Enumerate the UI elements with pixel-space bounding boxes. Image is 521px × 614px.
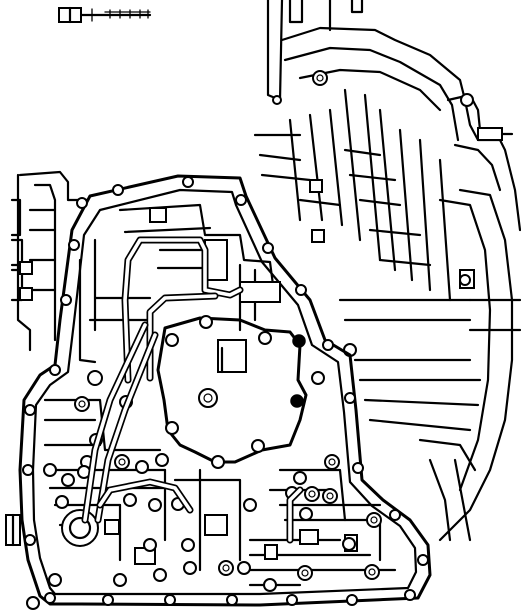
plate-bolt bbox=[198, 388, 218, 408]
valve-bolt bbox=[48, 573, 62, 587]
valve-bolt bbox=[113, 573, 127, 587]
valve-bolt bbox=[297, 565, 313, 581]
bolt bbox=[346, 594, 358, 606]
valve-bolt bbox=[155, 453, 169, 467]
bolt bbox=[60, 294, 72, 306]
valve-bolt bbox=[43, 463, 57, 477]
plate-bolt bbox=[165, 421, 179, 435]
valve-bolt bbox=[183, 561, 197, 575]
valve-bolt bbox=[181, 538, 195, 552]
valve-bolt bbox=[237, 561, 251, 575]
valve-bolt bbox=[218, 560, 234, 576]
valve-bolt bbox=[364, 564, 380, 580]
highlighted-bolt bbox=[292, 334, 306, 348]
bolt bbox=[182, 176, 194, 188]
bolt bbox=[226, 594, 238, 606]
plate-bolt bbox=[211, 455, 225, 469]
valve-bolt bbox=[114, 454, 130, 470]
highlighted-bolt bbox=[290, 394, 304, 408]
valve-bolt bbox=[148, 498, 162, 512]
plate-bolt bbox=[311, 371, 325, 385]
bolt bbox=[344, 392, 356, 404]
valve-bolt bbox=[342, 537, 356, 551]
valve-bolt bbox=[366, 512, 382, 528]
bolt bbox=[49, 364, 61, 376]
valve-bolt bbox=[87, 370, 103, 386]
left-side-components bbox=[5, 170, 90, 547]
bolt bbox=[24, 534, 36, 546]
bolt bbox=[295, 284, 307, 296]
bolt bbox=[76, 197, 88, 209]
flange-bolts bbox=[22, 176, 429, 610]
valve-bolt bbox=[304, 486, 320, 502]
bolt bbox=[44, 592, 56, 604]
valve-bolt bbox=[123, 493, 137, 507]
bolt bbox=[24, 404, 36, 416]
bolt bbox=[322, 339, 334, 351]
bolt bbox=[389, 509, 401, 521]
bolt bbox=[235, 194, 247, 206]
valve-bolt bbox=[243, 498, 257, 512]
bolt bbox=[26, 596, 40, 610]
bolt bbox=[22, 464, 34, 476]
transmission-case bbox=[253, 0, 521, 542]
valve-bolt bbox=[135, 460, 149, 474]
valve-bolt bbox=[74, 396, 90, 412]
valve-bolt bbox=[324, 454, 340, 470]
oil-tubes bbox=[81, 236, 304, 544]
bolt bbox=[417, 554, 429, 566]
top-left-marker bbox=[58, 6, 152, 24]
valve-bolt bbox=[55, 495, 69, 509]
plate-bolt bbox=[251, 439, 265, 453]
bolt bbox=[286, 594, 298, 606]
bolt bbox=[68, 239, 80, 251]
valve-bolt bbox=[322, 488, 338, 504]
plate-bolt bbox=[199, 315, 213, 329]
valve-bolt bbox=[299, 507, 313, 521]
bolt bbox=[102, 594, 114, 606]
valve-bolt bbox=[263, 578, 277, 592]
bolt bbox=[164, 594, 176, 606]
valve-bolt bbox=[293, 471, 307, 485]
valve-bolt bbox=[153, 568, 167, 582]
bolt bbox=[262, 242, 274, 254]
bolt bbox=[352, 462, 364, 474]
valve-bolt bbox=[61, 473, 75, 487]
bolt bbox=[112, 184, 124, 196]
bolt bbox=[404, 589, 416, 601]
plate-bolt bbox=[165, 333, 179, 347]
plate-bolt bbox=[258, 331, 272, 345]
valve-bolt bbox=[143, 538, 157, 552]
